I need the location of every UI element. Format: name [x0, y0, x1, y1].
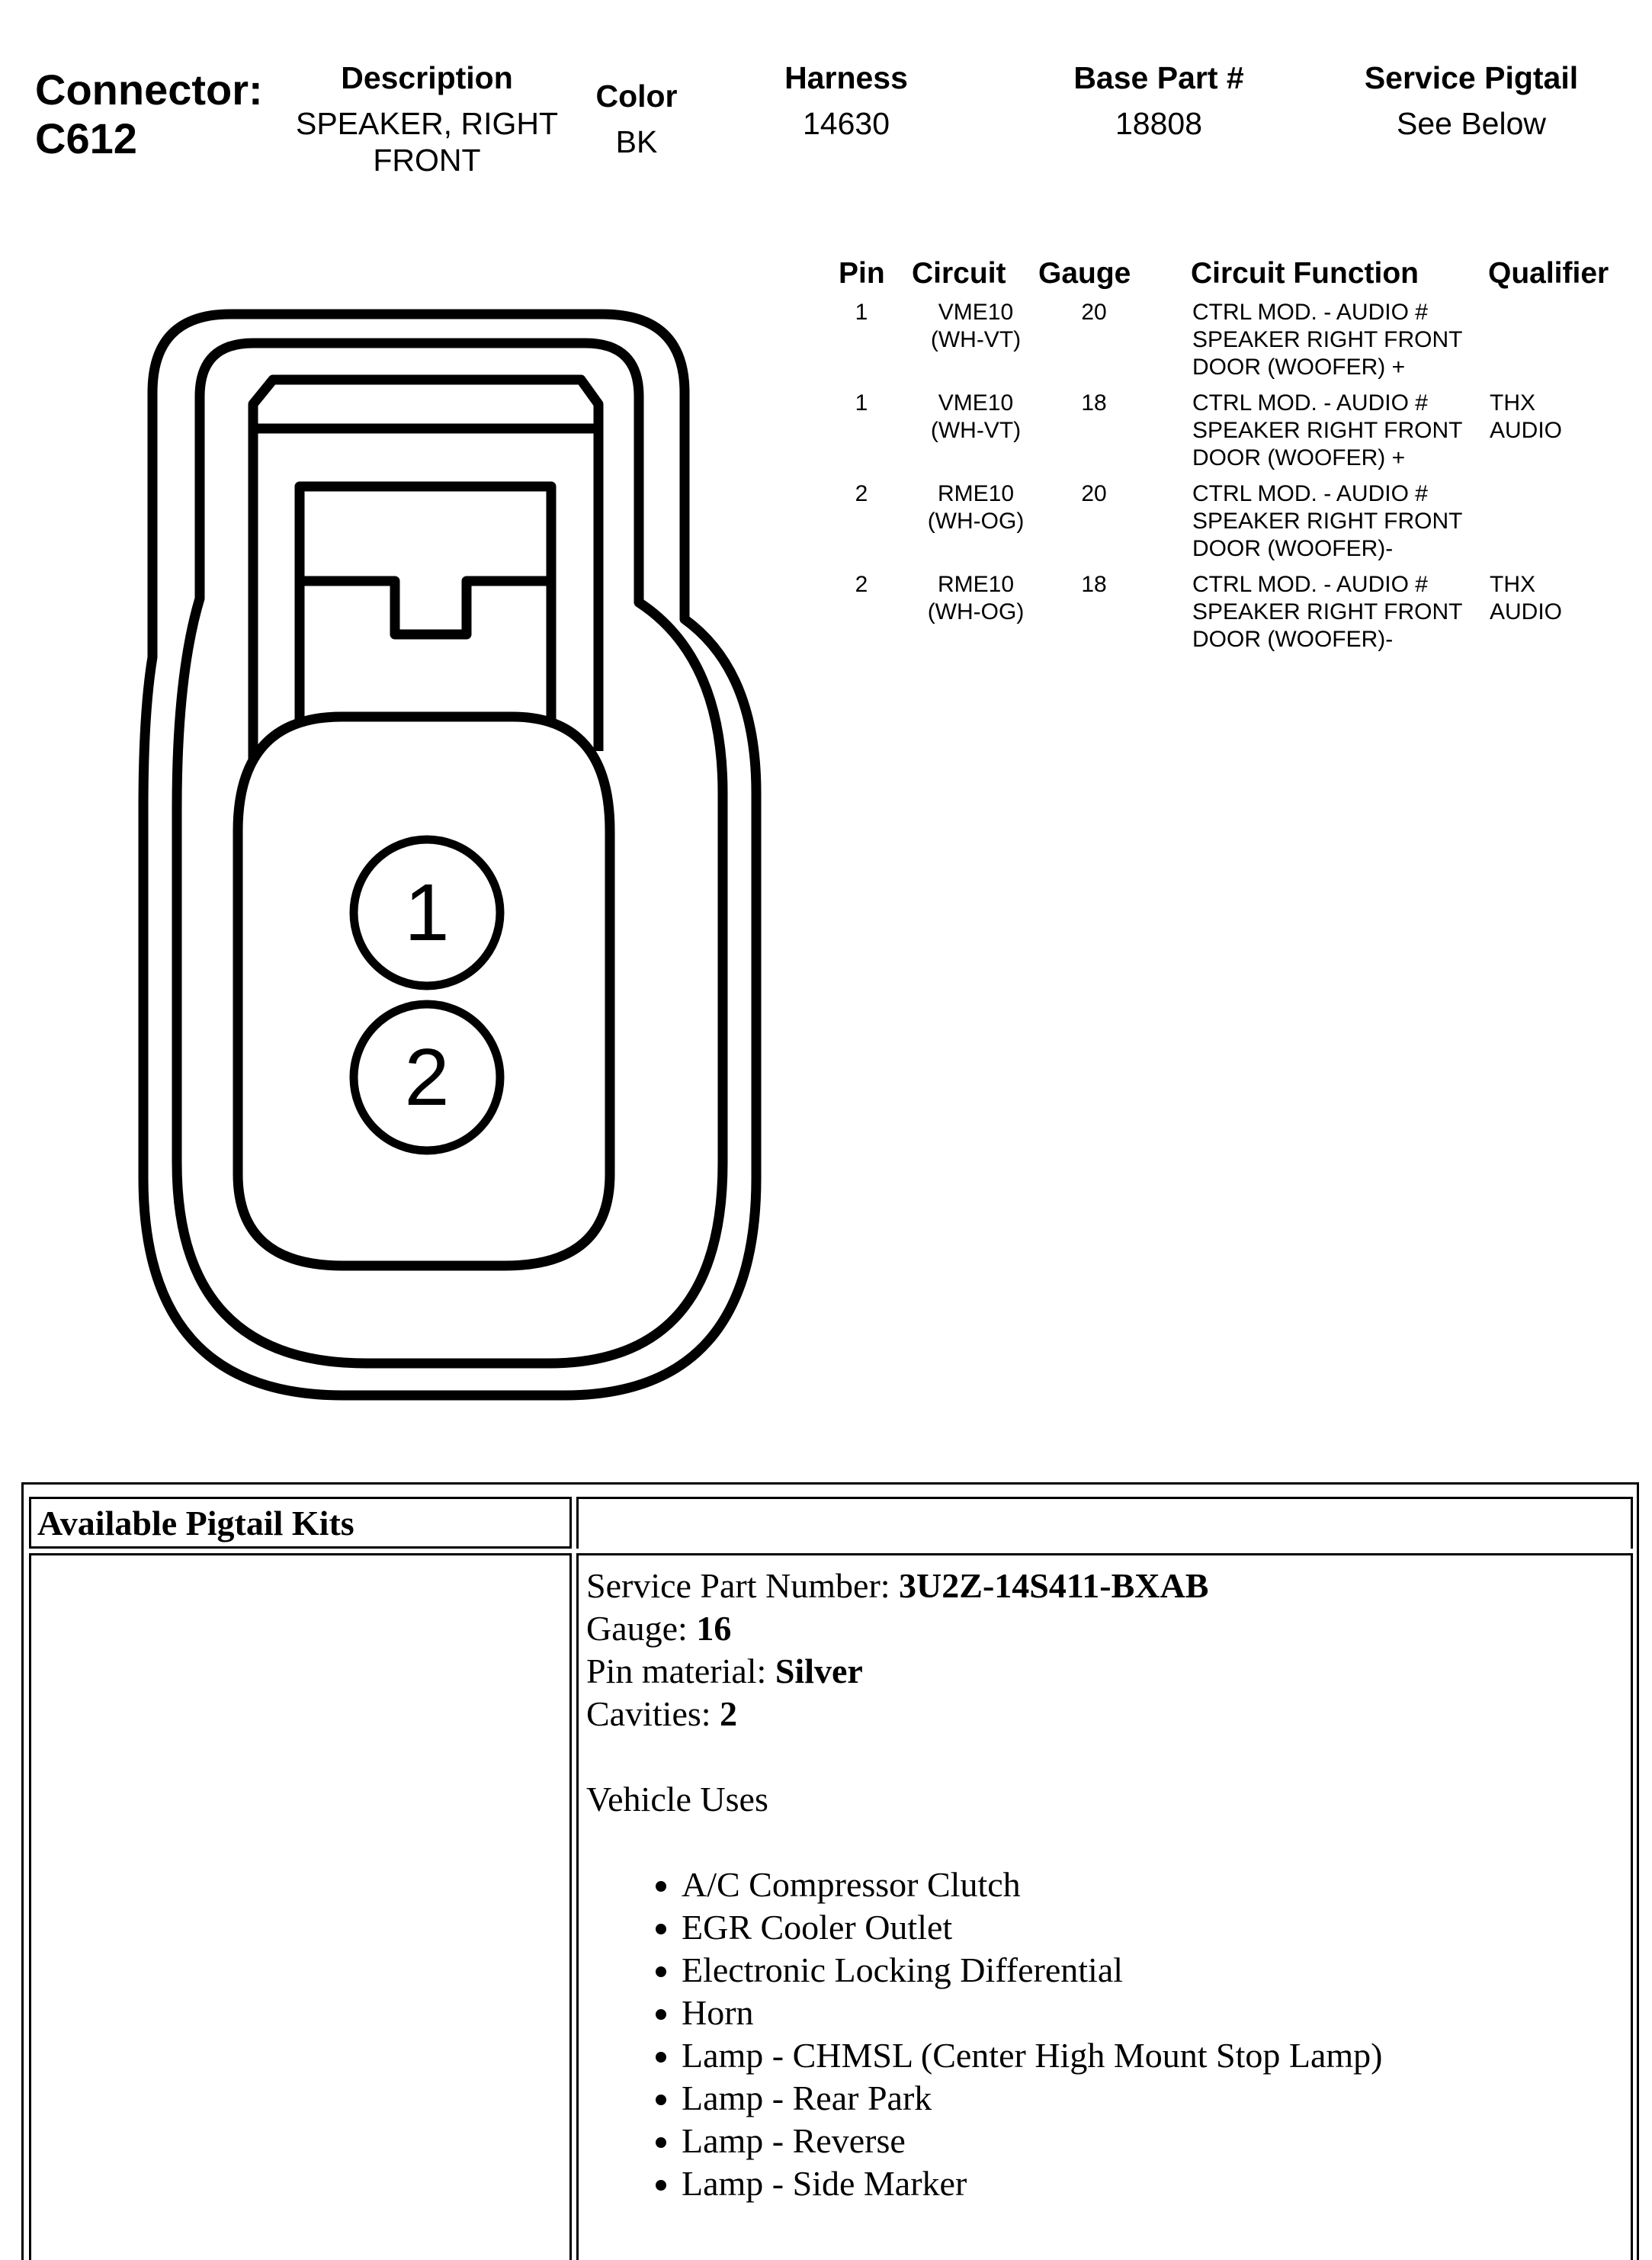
cavities-value: 2 [720, 1694, 738, 1733]
description-column: Description SPEAKER, RIGHT FRONT [282, 59, 572, 178]
cavities-label: Cavities: [586, 1694, 720, 1733]
row-1-pin: 1 [855, 300, 868, 325]
pigtail-detail: Service Part Number: 3U2Z-14S411-BXAB Ga… [586, 1565, 1623, 2205]
connector-face-diagram: 1 2 [138, 309, 762, 1401]
gauge-label: Gauge: [586, 1609, 697, 1648]
row-3-gauge: 20 [1081, 481, 1107, 506]
pin-table-header-circuit: Circuit [912, 257, 1006, 290]
housing-outer-outline [138, 309, 762, 1401]
row-2-circuit: VME10(WH-VT) [930, 390, 1022, 443]
pin-table-header-gauge: Gauge [1038, 257, 1131, 290]
latch-frame [248, 374, 604, 770]
vehicle-uses-label: Vehicle Uses [586, 1780, 768, 1819]
row-4-circuit: RME10(WH-OG) [927, 572, 1025, 624]
vehicle-use-item: A/C Compressor Clutch [682, 1864, 1623, 1906]
latch-tab [294, 481, 557, 724]
pin-1-label: 1 [405, 868, 450, 958]
row-4-gauge: 18 [1081, 572, 1107, 597]
harness-label: Harness [784, 60, 908, 95]
vehicle-use-item: EGR Cooler Outlet [682, 1906, 1623, 1949]
gauge-line: Gauge: 16 [586, 1607, 1623, 1650]
vehicle-use-item: Lamp - Reverse [682, 2120, 1623, 2162]
pin-material-line: Pin material: Silver [586, 1650, 1623, 1693]
color-label: Color [595, 79, 678, 114]
color-value: BK [615, 124, 658, 159]
service-part-number-value: 3U2Z-14S411-BXAB [899, 1566, 1209, 1605]
connector-id: C612 [35, 114, 137, 162]
description-label: Description [341, 60, 513, 95]
pin-1-cavity [349, 835, 505, 990]
row-1-circuit: VME10(WH-VT) [930, 300, 1022, 352]
pigtail-header-empty-cell [576, 1497, 1633, 1549]
gauge-value: 16 [696, 1609, 732, 1648]
color-column: Color BK [572, 78, 701, 160]
pin-table-header-qualifier: Qualifier [1488, 257, 1609, 290]
service-part-number-label: Service Part Number: [586, 1566, 900, 1605]
harness-value: 14630 [802, 106, 890, 141]
service-pigtail-label: Service Pigtail [1364, 60, 1579, 95]
row-3-pin: 2 [855, 481, 868, 506]
connector-label: Connector: [35, 66, 263, 114]
vehicle-use-item: Lamp - CHMSL (Center High Mount Stop Lam… [682, 2034, 1623, 2077]
pin-table: Pin Circuit Gauge Circuit Function Quali… [831, 256, 1652, 683]
connector-heading: Connector: C612 [35, 66, 263, 163]
service-pigtail-value: See Below [1396, 106, 1546, 141]
row-1-gauge: 20 [1081, 300, 1107, 325]
pigtail-kits-title: Available Pigtail Kits [37, 1504, 354, 1543]
vehicle-use-item: Lamp - Rear Park [682, 2077, 1623, 2120]
pin-cavity-face [233, 711, 615, 1271]
service-pigtail-column: Service Pigtail See Below [1326, 59, 1616, 142]
base-part-column: Base Part # 18808 [1037, 59, 1281, 142]
latch-notch [300, 576, 551, 640]
cavities-line: Cavities: 2 [586, 1693, 1623, 1735]
description-line-2: FRONT [373, 143, 481, 178]
pigtail-image-cell [29, 1553, 572, 2260]
row-4-pin: 2 [855, 572, 868, 597]
row-3-circuit: RME10(WH-OG) [927, 481, 1025, 534]
housing-inner-outline [172, 338, 728, 1369]
vehicle-uses-list: A/C Compressor Clutch EGR Cooler Outlet … [586, 1864, 1623, 2205]
pin-material-value: Silver [775, 1652, 863, 1690]
pin-material-label: Pin material: [586, 1652, 775, 1690]
base-part-value: 18808 [1115, 106, 1202, 141]
pigtail-kits-table [21, 1482, 1639, 2260]
base-part-label: Base Part # [1073, 60, 1244, 95]
pin-table-header-pin: Pin [839, 257, 885, 290]
pigtail-title-cell: Available Pigtail Kits [29, 1497, 572, 1549]
pin-table-header-circuit-function: Circuit Function [1191, 257, 1419, 290]
row-2-gauge: 18 [1081, 390, 1107, 416]
vehicle-use-item: Lamp - Side Marker [682, 2162, 1623, 2205]
vehicle-use-item: Horn [682, 1992, 1623, 2034]
harness-column: Harness 14630 [739, 59, 953, 142]
pin-2-label: 2 [405, 1032, 450, 1122]
description-line-1: SPEAKER, RIGHT [295, 106, 558, 141]
row-2-pin: 1 [855, 390, 868, 416]
pin-2-cavity [349, 1000, 505, 1155]
vehicle-use-item: Electronic Locking Differential [682, 1949, 1623, 1992]
service-part-number-line: Service Part Number: 3U2Z-14S411-BXAB [586, 1565, 1623, 1607]
pigtail-detail-cell: Service Part Number: 3U2Z-14S411-BXAB Ga… [576, 1553, 1633, 2260]
